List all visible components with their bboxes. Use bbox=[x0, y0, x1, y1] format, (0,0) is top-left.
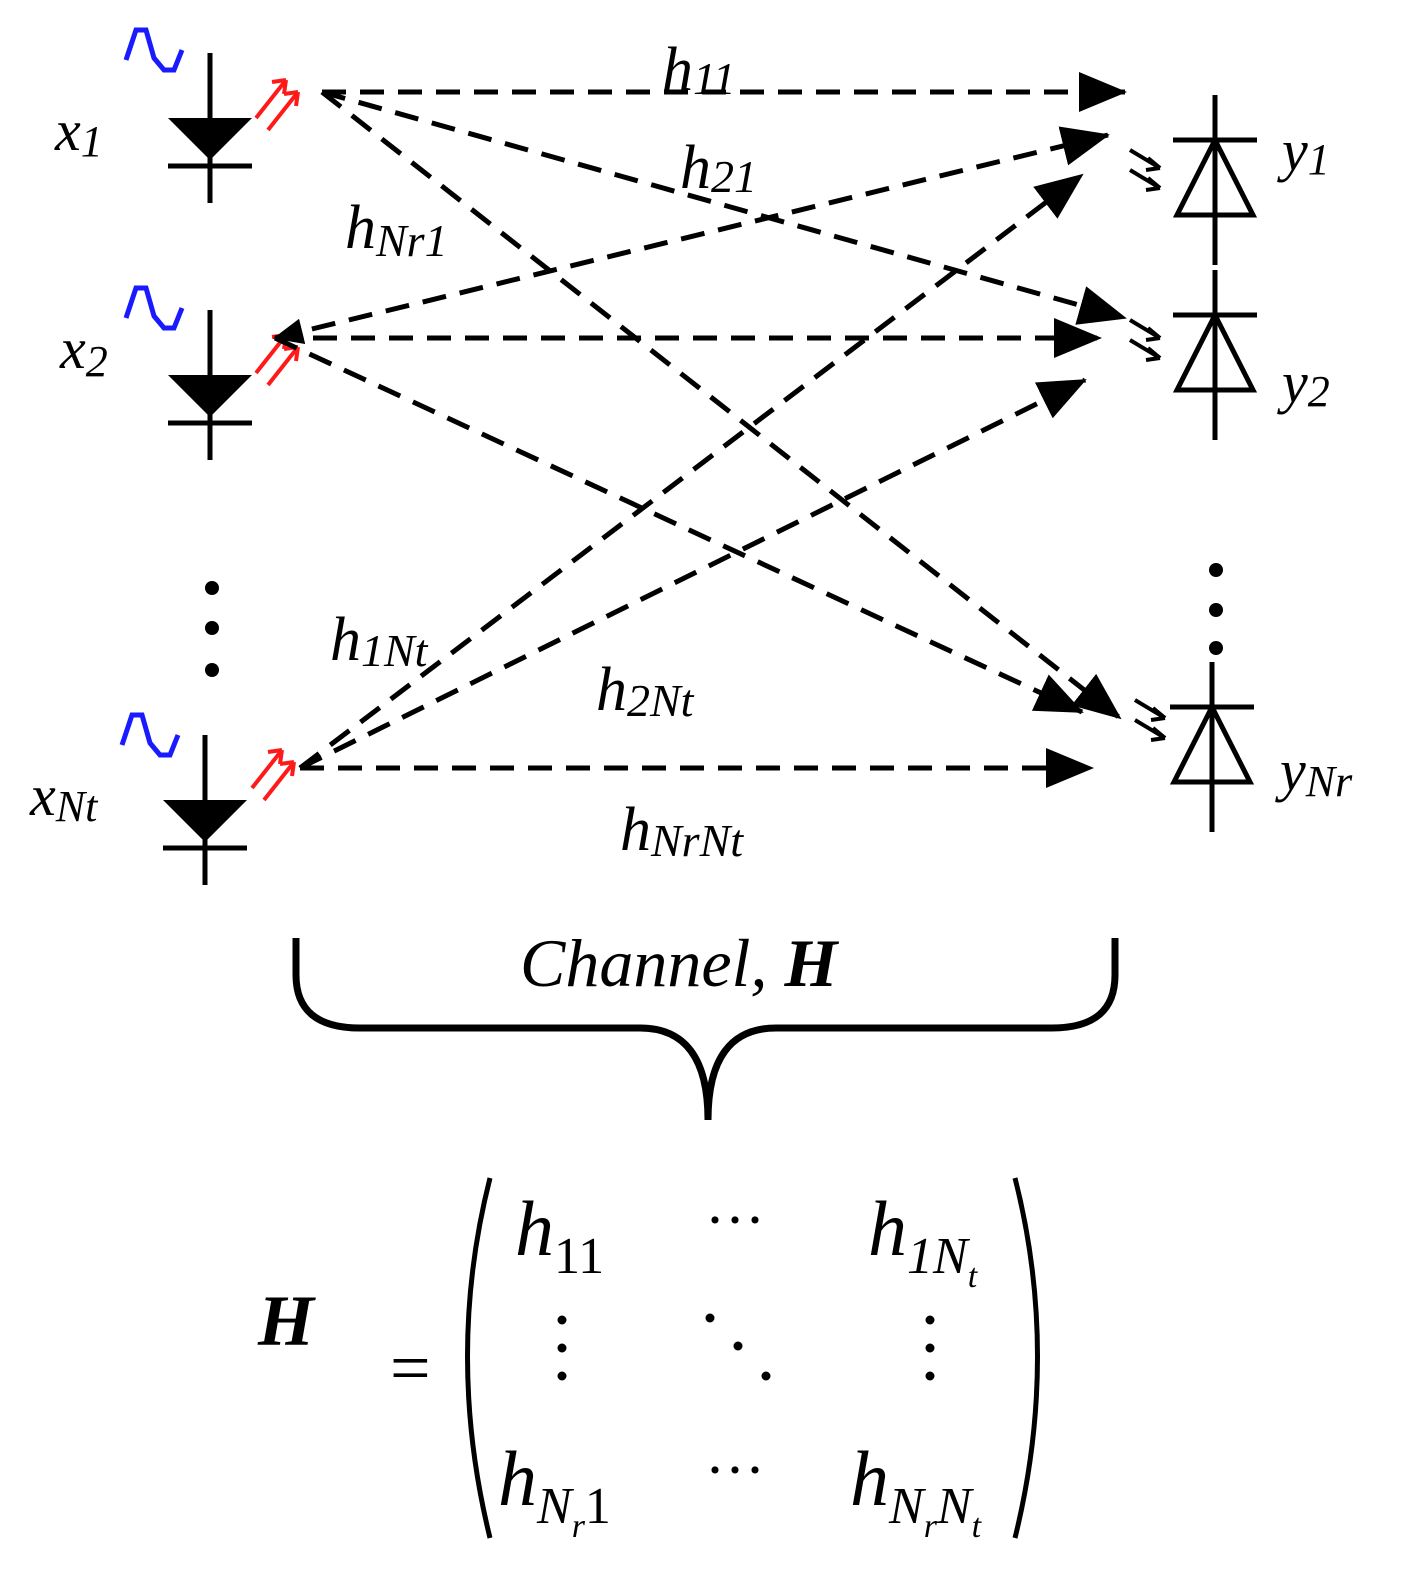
svg-text:h21: h21 bbox=[680, 134, 757, 202]
transmitter-nt: xNt bbox=[29, 715, 296, 885]
channel-label-text: Channel, bbox=[520, 925, 784, 1001]
matrix-hdots-top: ··· bbox=[705, 1187, 765, 1253]
rx-nr-label: y bbox=[1275, 738, 1306, 803]
led-emitter-icon bbox=[168, 310, 252, 460]
link-2-nr bbox=[273, 335, 1084, 715]
link-nt-1 bbox=[298, 173, 1084, 770]
matrix-entry-h1nt: h1Nt bbox=[868, 1185, 979, 1295]
channel-brace bbox=[292, 938, 1119, 1121]
rx-1-label: y bbox=[1277, 118, 1308, 183]
channel-links bbox=[273, 72, 1127, 788]
rx-1-sub: 1 bbox=[1308, 135, 1330, 184]
led-emitter-icon bbox=[168, 53, 252, 203]
link-nt-2 bbox=[298, 377, 1087, 771]
matrix-vdots-right bbox=[925, 1315, 935, 1381]
link-labels: h11 h21 hNr1 h1Nt h2Nt hNrNt bbox=[330, 36, 757, 866]
matrix-equals: = bbox=[390, 1328, 431, 1408]
sine-wave-icon bbox=[126, 288, 182, 328]
right-paren bbox=[1012, 1177, 1040, 1539]
matrix-entry-h11: h11 bbox=[515, 1185, 604, 1285]
matrix-ddots bbox=[705, 1313, 771, 1381]
tx-1-label: x bbox=[54, 98, 81, 163]
matrix-hdots-bottom: ··· bbox=[705, 1437, 765, 1503]
tx-nt-sub: Nt bbox=[55, 782, 99, 831]
link-label-h2nt: h bbox=[596, 656, 627, 724]
light-emission-arrow-icon bbox=[254, 333, 300, 387]
rx-vertical-dots bbox=[1209, 563, 1223, 655]
link-label-h1nt: h bbox=[330, 606, 361, 674]
photodiode-icon bbox=[1170, 662, 1254, 832]
rx-nr-sub: Nr bbox=[1305, 757, 1353, 806]
channel-label: Channel, H bbox=[520, 925, 839, 1001]
link-label-h21: h bbox=[680, 134, 711, 202]
sine-wave-icon bbox=[122, 715, 178, 755]
link-label-hnrnt: h bbox=[620, 796, 651, 864]
svg-text:xNt: xNt bbox=[29, 763, 99, 831]
svg-text:h1Nt: h1Nt bbox=[330, 606, 429, 676]
channel-label-symbol: H bbox=[783, 925, 839, 1001]
light-emission-arrow-icon bbox=[250, 748, 296, 802]
svg-text:y2: y2 bbox=[1277, 350, 1330, 416]
link-2-1 bbox=[273, 126, 1110, 345]
matrix-lhs: H bbox=[257, 1281, 316, 1361]
link-1-2 bbox=[321, 89, 1127, 325]
receiver-nr: yNr bbox=[1133, 662, 1353, 832]
photodiode-icon bbox=[1173, 95, 1257, 265]
svg-text:hNr1: hNr1 bbox=[345, 194, 448, 266]
light-emission-arrow-icon bbox=[254, 78, 300, 132]
link-label-h11: h bbox=[662, 36, 693, 104]
light-reception-arrow-icon bbox=[1128, 318, 1162, 362]
svg-text:yNr: yNr bbox=[1275, 738, 1353, 806]
svg-text:h11: h11 bbox=[662, 36, 736, 104]
channel-matrix: H = h11 ··· h1Nt hNr1 bbox=[257, 1177, 1040, 1545]
tx-1-sub: 1 bbox=[81, 117, 103, 166]
matrix-entry-hnr1: hNr1 bbox=[498, 1435, 611, 1545]
svg-text:h2Nt: h2Nt bbox=[596, 656, 695, 726]
link-label-hnr1: h bbox=[345, 194, 376, 262]
matrix-vdots-left bbox=[557, 1315, 567, 1381]
light-reception-arrow-icon bbox=[1128, 148, 1162, 192]
matrix-entry-hnrnt: hNrNt bbox=[850, 1435, 983, 1545]
tx-2-sub: 2 bbox=[86, 337, 108, 386]
receiver-2: y2 bbox=[1128, 270, 1330, 440]
transmitter-2: x2 bbox=[59, 288, 300, 460]
rx-2-label: y bbox=[1277, 350, 1308, 415]
led-emitter-icon bbox=[163, 735, 247, 885]
svg-text:x1: x1 bbox=[54, 98, 103, 166]
transmitter-1: x1 bbox=[54, 30, 300, 203]
rx-2-sub: 2 bbox=[1308, 367, 1330, 416]
tx-nt-label: x bbox=[29, 763, 56, 828]
sine-wave-icon bbox=[126, 30, 182, 70]
svg-text:x2: x2 bbox=[59, 316, 108, 386]
svg-text:y1: y1 bbox=[1277, 118, 1330, 184]
receiver-1: y1 bbox=[1128, 95, 1330, 265]
light-reception-arrow-icon bbox=[1133, 698, 1167, 742]
svg-text:hNrNt: hNrNt bbox=[620, 796, 744, 866]
tx-2-label: x bbox=[59, 316, 86, 381]
tx-vertical-dots bbox=[205, 581, 219, 677]
photodiode-icon bbox=[1173, 270, 1257, 440]
left-paren bbox=[465, 1177, 493, 1539]
